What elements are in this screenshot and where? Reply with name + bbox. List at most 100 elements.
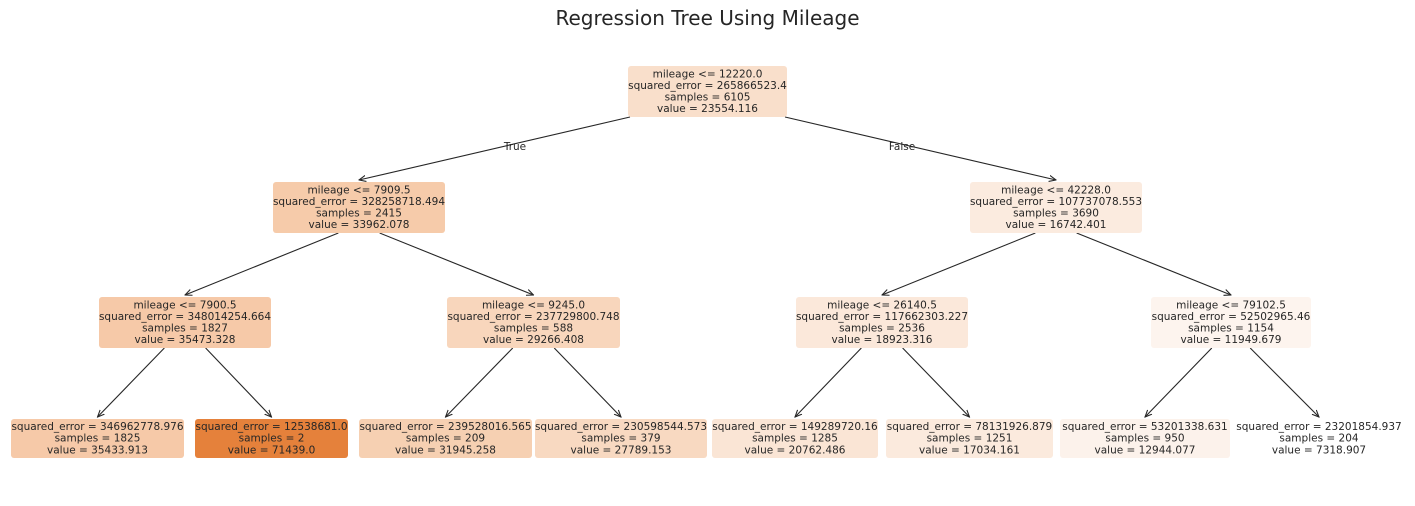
node-text-line: mileage <= 26140.5 — [827, 299, 937, 311]
tree-edge — [98, 347, 165, 417]
node-text-line: squared_error = 78131926.879 — [887, 421, 1052, 433]
tree-edge — [553, 347, 621, 417]
node-text-line: value = 20762.486 — [745, 444, 846, 456]
node-box — [796, 297, 968, 348]
node-text-line: samples = 950 — [1105, 433, 1184, 445]
node-text-line: squared_error = 149289720.16 — [712, 421, 878, 433]
tree-edge — [379, 232, 534, 295]
node-box — [1060, 419, 1230, 458]
node-text-line: samples = 2415 — [316, 208, 402, 220]
node-text-line: value = 31945.258 — [395, 444, 496, 456]
node-text-line: mileage <= 79102.5 — [1176, 299, 1286, 311]
node-text-line: samples = 2536 — [839, 323, 925, 335]
node-text-line: squared_error = 107737078.553 — [970, 196, 1142, 208]
node-text-line: value = 18923.316 — [832, 334, 933, 346]
node-text-line: value = 71439.0 — [228, 444, 316, 456]
node-text-line: samples = 6105 — [665, 92, 751, 104]
node-text-line: samples = 209 — [406, 433, 485, 445]
node-text-line: samples = 1154 — [1188, 323, 1274, 335]
edge-label-false: False — [889, 141, 915, 153]
edges-layer — [98, 116, 1320, 417]
tree-edge — [1145, 347, 1213, 417]
node-text-line: value = 7318.907 — [1272, 444, 1366, 456]
node-text-line: squared_error = 12538681.0 — [195, 421, 347, 433]
tree-edge — [205, 347, 272, 417]
node-text-line: samples = 588 — [494, 323, 573, 335]
chart-title: Regression Tree Using Mileage — [555, 6, 860, 30]
node-box — [886, 419, 1053, 458]
tree-edge — [1249, 347, 1319, 417]
node-text-line: value = 35473.328 — [135, 334, 236, 346]
node-text-line: value = 17034.161 — [919, 444, 1020, 456]
tree-edge — [902, 347, 970, 417]
node-text-line: squared_error = 348014254.664 — [99, 311, 271, 323]
node-text-line: squared_error = 346962778.976 — [11, 421, 183, 433]
node-box — [1235, 419, 1403, 458]
node-box — [359, 419, 532, 458]
edge-label-true: True — [503, 141, 526, 153]
node-text-line: squared_error = 265866523.4 — [628, 80, 787, 92]
node-text-line: value = 23554.116 — [657, 103, 758, 115]
node-text-line: value = 35433.913 — [47, 444, 148, 456]
node-text-line: mileage <= 42228.0 — [1001, 184, 1111, 196]
node-text-line: samples = 1251 — [927, 433, 1013, 445]
node-text-line: squared_error = 239528016.565 — [359, 421, 531, 433]
node-text-line: squared_error = 237729800.748 — [447, 311, 619, 323]
node-box — [11, 419, 184, 458]
tree-edge — [784, 116, 1056, 180]
node-text-line: value = 33962.078 — [309, 219, 410, 231]
node-text-line: mileage <= 12220.0 — [653, 68, 763, 80]
node-text-line: samples = 379 — [581, 433, 660, 445]
node-box — [628, 66, 787, 117]
node-text-line: squared_error = 117662303.227 — [796, 311, 968, 323]
node-box — [712, 419, 878, 458]
edge-labels-layer: True False — [503, 141, 915, 153]
node-box — [99, 297, 271, 348]
tree-edge — [1076, 232, 1231, 295]
node-box — [273, 182, 445, 233]
node-text-line: samples = 2 — [239, 433, 305, 445]
node-text-line: value = 16742.401 — [1006, 219, 1107, 231]
node-text-line: value = 11949.679 — [1181, 334, 1282, 346]
node-text-line: squared_error = 53201338.631 — [1062, 421, 1227, 433]
node-text-line: value = 27789.153 — [571, 444, 672, 456]
node-box — [970, 182, 1142, 233]
node-text-line: samples = 3690 — [1013, 208, 1099, 220]
node-box — [195, 419, 348, 458]
node-text-line: squared_error = 230598544.573 — [535, 421, 707, 433]
node-box — [535, 419, 707, 458]
node-box — [1151, 297, 1311, 348]
node-text-line: mileage <= 9245.0 — [482, 299, 585, 311]
node-text-line: squared_error = 52502965.46 — [1152, 311, 1311, 323]
node-text-line: squared_error = 328258718.494 — [273, 196, 445, 208]
node-text-line: squared_error = 23201854.937 — [1236, 421, 1401, 433]
tree-edge — [795, 347, 862, 417]
tree-edge — [185, 232, 339, 295]
tree-edge — [882, 232, 1036, 295]
node-text-line: mileage <= 7909.5 — [307, 184, 410, 196]
node-text-line: value = 12944.077 — [1095, 444, 1196, 456]
tree-edge — [446, 347, 514, 417]
tree-edge — [359, 116, 631, 180]
node-text-line: value = 29266.408 — [483, 334, 584, 346]
node-text-line: samples = 1285 — [752, 433, 838, 445]
node-box — [447, 297, 620, 348]
node-text-line: mileage <= 7900.5 — [133, 299, 236, 311]
